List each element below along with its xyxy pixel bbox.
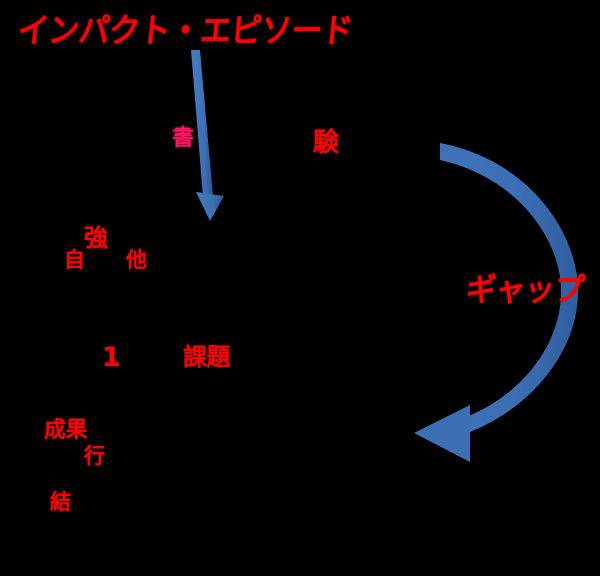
impact-episode-down-arrow — [191, 50, 224, 221]
headline-impact-episode: インパクト・エピソード — [16, 11, 355, 51]
glyph-mid-right: 課題 — [183, 343, 231, 371]
glyph-upper-right: 験 — [313, 128, 339, 158]
glyph-pink-marker: 書 — [172, 126, 194, 151]
glyph-mid-one: 1 — [102, 342, 121, 373]
gap-arc-label: ギャップ — [464, 272, 586, 309]
glyph-tree-top: 強 — [84, 224, 108, 252]
glyph-lower-bottom: 結 — [50, 490, 71, 514]
glyph-tree-right: 他 — [126, 248, 147, 272]
glyph-lower-top: 成果 — [44, 418, 88, 443]
glyph-tree-left: 自 — [64, 248, 85, 272]
glyph-lower-mid: 行 — [84, 444, 105, 468]
